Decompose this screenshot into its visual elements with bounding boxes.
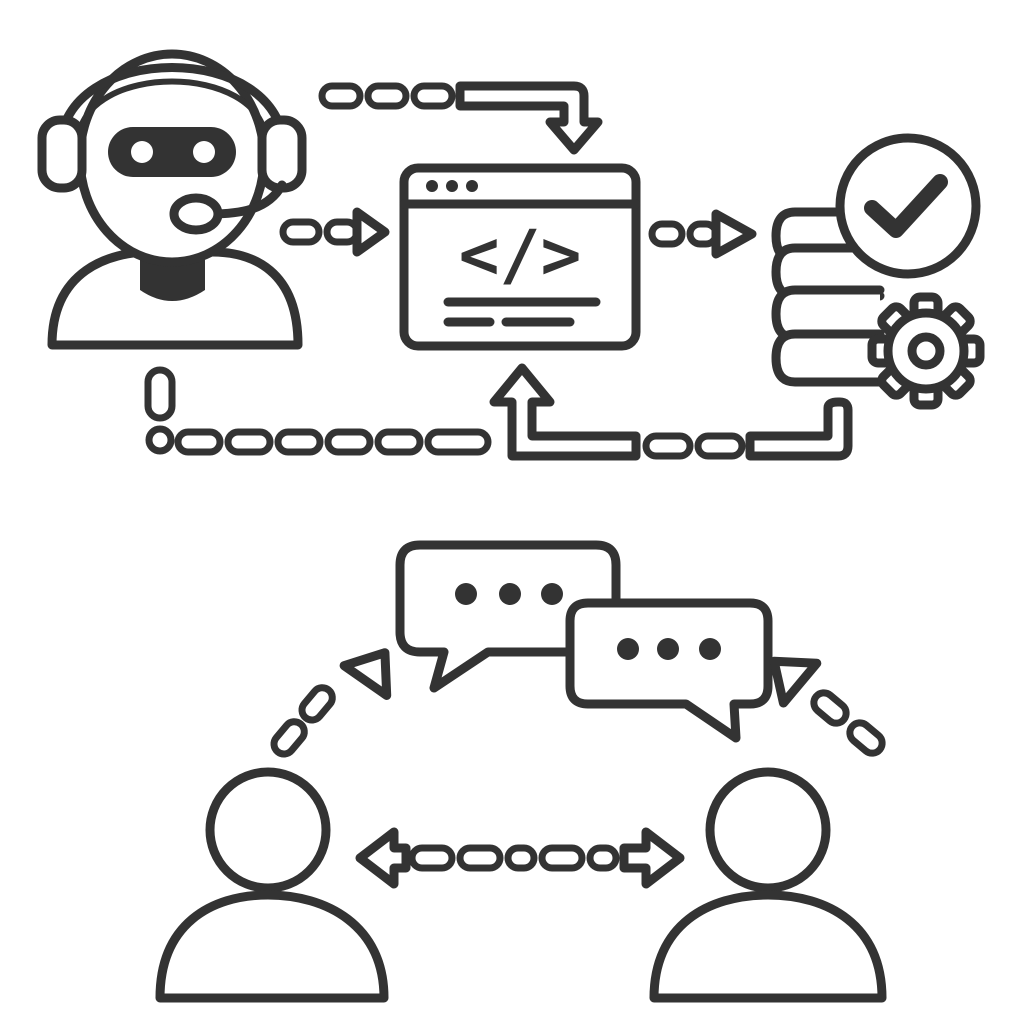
gear-icon [867, 292, 985, 410]
dashed-arrow [144, 363, 853, 461]
speech-bubble-icon [565, 598, 773, 743]
dashed-arrow [355, 827, 685, 889]
code-window-icon: </> [399, 163, 641, 351]
person-icon [155, 767, 389, 1003]
dashed-arrow [318, 81, 603, 155]
dashed-arrow [270, 648, 392, 758]
headset-agent-icon [37, 49, 307, 350]
checkmark-badge-icon [835, 133, 981, 279]
code-glyph: </> [459, 216, 582, 295]
dashed-arrow [769, 656, 886, 757]
dashed-arrow [279, 207, 390, 257]
speech-bubble-icon [395, 540, 621, 693]
dashed-arrow [648, 209, 757, 259]
person-icon [649, 767, 887, 1003]
